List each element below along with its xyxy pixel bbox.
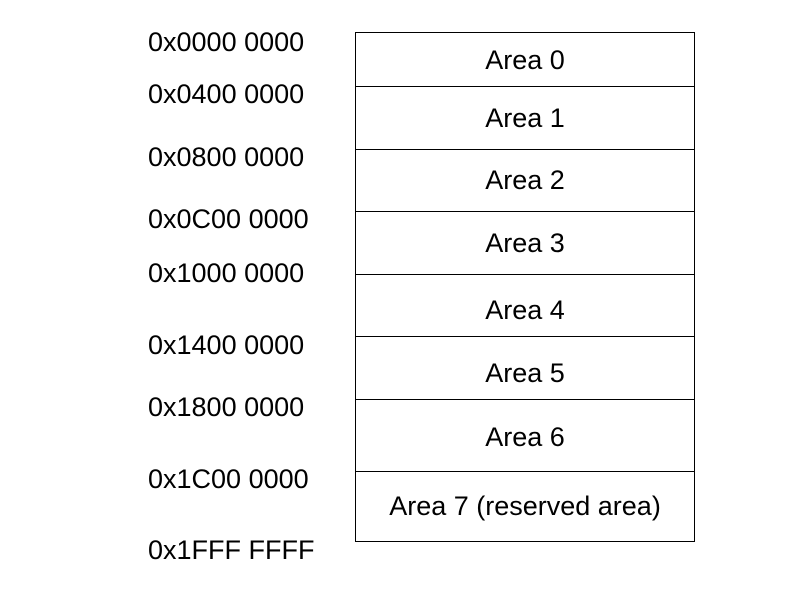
address-label: 0x0800 0000 [148, 142, 305, 172]
memory-area: Area 0 [485, 45, 565, 75]
address-label: 0x0000 0000 [148, 27, 305, 57]
address-label: 0x1C00 0000 [148, 464, 309, 494]
memory-area: Area 2 [356, 149, 694, 211]
address-label: 0x1800 0000 [148, 392, 305, 422]
memory-area: Area 3 [356, 211, 694, 274]
address-label: 0x0C00 0000 [148, 204, 309, 234]
address-label: 0x1000 0000 [148, 258, 305, 288]
address-label: 0x0400 0000 [148, 79, 305, 109]
memory-area: Area 5 [356, 336, 694, 399]
memory-area: Area 7 (reserved area) [356, 471, 694, 541]
memory-area: Area 6 [356, 399, 694, 471]
memory-area: Area 4 [356, 274, 694, 336]
address-label: 0x1FFF FFFF [148, 535, 315, 565]
memory-map-box: Area 0 Area 1 Area 2 Area 3 Area 4 Area … [355, 32, 695, 542]
memory-area: Area 1 [356, 86, 694, 149]
address-label: 0x1400 0000 [148, 330, 305, 360]
